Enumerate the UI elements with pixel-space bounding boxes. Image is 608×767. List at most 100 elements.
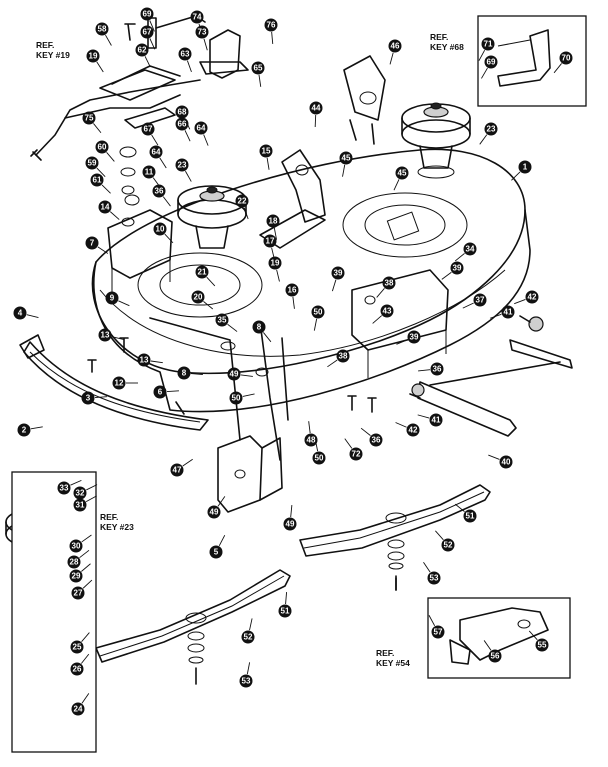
leader-line (26, 314, 39, 318)
leader-line (186, 60, 192, 73)
callout-61: 61 (90, 173, 104, 187)
callout-51b: 51 (278, 604, 292, 618)
svg-text:23: 23 (487, 125, 496, 134)
callout-12: 12 (112, 376, 126, 390)
leader-line (271, 31, 274, 44)
leader-line (313, 318, 318, 331)
leader-line (314, 114, 317, 128)
svg-text:26: 26 (73, 665, 82, 674)
leader-line (342, 164, 346, 177)
svg-text:11: 11 (145, 168, 154, 177)
callout-35: 35 (215, 313, 229, 327)
callout-70: 70 (559, 51, 573, 65)
leader-line (111, 336, 124, 340)
svg-text:39: 39 (334, 269, 343, 278)
leader-line (240, 374, 253, 377)
callout-16: 16 (285, 283, 299, 297)
svg-text:13: 13 (101, 331, 110, 340)
callout-39c: 39 (407, 330, 421, 344)
leader-line (81, 693, 90, 704)
callout-34: 34 (463, 242, 477, 256)
svg-text:53: 53 (430, 574, 439, 583)
leader-line (327, 359, 338, 368)
leader-line (266, 157, 270, 170)
inset-frame-bottom-right (427, 597, 571, 679)
svg-text:6: 6 (158, 388, 163, 397)
callout-41: 41 (501, 305, 515, 319)
blade-left (95, 569, 291, 685)
callout-21: 21 (195, 265, 209, 279)
callout-62: 62 (135, 43, 149, 57)
svg-text:45: 45 (398, 169, 407, 178)
callout-58: 58 (95, 22, 109, 36)
callout-39: 39 (331, 266, 345, 280)
svg-text:71: 71 (484, 40, 493, 49)
leader-line (242, 393, 255, 397)
leader-line (514, 299, 526, 305)
front-hanger-bracket (217, 435, 283, 513)
callout-66: 66 (175, 117, 189, 131)
leader-line (101, 184, 111, 194)
callout-76: 76 (264, 18, 278, 32)
callout-26: 26 (70, 662, 84, 676)
leader-line (344, 438, 353, 449)
leader-line (331, 279, 337, 292)
callout-39b: 39 (450, 261, 464, 275)
callout-3: 3 (81, 391, 95, 405)
callout-23: 23 (484, 122, 498, 136)
svg-text:60: 60 (98, 143, 107, 152)
callout-69b: 69 (484, 55, 498, 69)
svg-text:9: 9 (110, 294, 115, 303)
svg-text:36: 36 (433, 365, 442, 374)
leader-line (85, 495, 97, 503)
ref-key-labels: REF. KEY #19 REF. KEY #68 REF. KEY #23 R… (36, 32, 464, 668)
callout-42: 42 (525, 290, 539, 304)
leader-line (162, 196, 171, 207)
callout-46: 46 (388, 39, 402, 53)
callout-22: 22 (235, 194, 249, 208)
leader-line (203, 38, 208, 51)
callout-53b: 53 (239, 674, 253, 688)
svg-text:33: 33 (60, 484, 69, 493)
leader-line (389, 52, 394, 65)
svg-text:62: 62 (138, 46, 147, 55)
left-pulley-assembly (177, 185, 247, 249)
svg-text:50: 50 (315, 454, 324, 463)
callout-65: 65 (251, 61, 265, 75)
callout-14: 14 (98, 200, 112, 214)
callout-50: 50 (311, 305, 325, 319)
leader-line (454, 503, 465, 512)
svg-text:18: 18 (269, 217, 278, 226)
callout-9: 9 (105, 291, 119, 305)
svg-text:30: 30 (72, 542, 81, 551)
leader-line (182, 458, 193, 467)
svg-text:4: 4 (18, 309, 23, 318)
svg-text:29: 29 (72, 572, 81, 581)
callout-31: 31 (73, 498, 87, 512)
callout-8: 8 (252, 320, 266, 334)
callout-49c: 49 (283, 517, 297, 531)
callout-55: 55 (535, 638, 549, 652)
svg-text:73: 73 (198, 28, 207, 37)
leader-line (511, 171, 521, 181)
leader-line (395, 422, 407, 428)
right-pulley-assembly (401, 102, 471, 179)
callout-19b: 19 (268, 256, 282, 270)
leader-line (93, 123, 102, 134)
svg-text:REF.: REF. (100, 512, 118, 522)
leader-line (185, 170, 192, 182)
callout-64b: 64 (149, 145, 163, 159)
callout-51: 51 (463, 509, 477, 523)
svg-text:55: 55 (538, 641, 547, 650)
svg-text:38: 38 (339, 352, 348, 361)
leader-line (246, 662, 251, 675)
leader-line (417, 414, 430, 419)
leader-line (203, 134, 209, 146)
leader-line (81, 563, 91, 572)
ref-key-19: REF. KEY #19 (36, 40, 70, 60)
leader-line (308, 421, 311, 434)
svg-text:51: 51 (466, 512, 475, 521)
svg-text:10: 10 (156, 225, 165, 234)
callout-33: 33 (57, 481, 71, 495)
